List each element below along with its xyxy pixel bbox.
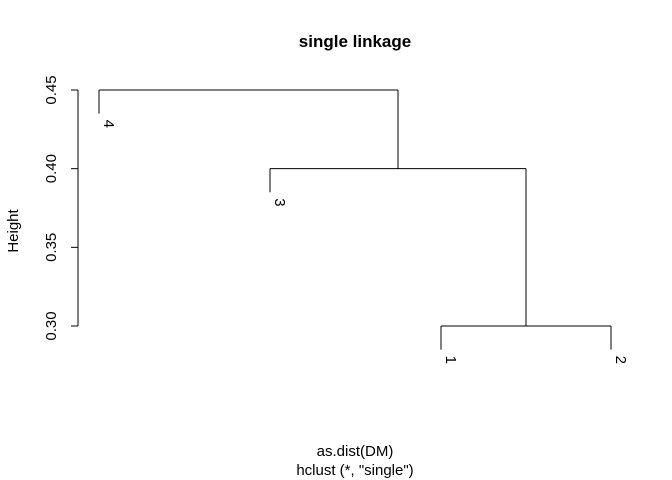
leaf-label-2: 2 <box>612 356 629 364</box>
leaf-labels: 4 3 1 2 <box>100 120 629 364</box>
subtitle: hclust (*, "single") <box>296 462 413 479</box>
y-tick-label-2: 0.40 <box>43 154 60 183</box>
leaf-label-3: 3 <box>271 198 288 206</box>
x-axis-label: as.dist(DM) <box>317 443 394 460</box>
y-axis-label: Height <box>5 208 22 252</box>
leaf-label-4: 4 <box>100 120 117 128</box>
y-tick-label-3: 0.45 <box>43 75 60 104</box>
y-axis: 0.30 0.35 0.40 0.45 <box>43 75 79 341</box>
leaf-label-1: 1 <box>442 356 459 364</box>
y-tick-label-0: 0.30 <box>43 311 60 340</box>
chart-title: single linkage <box>299 32 411 51</box>
dendrogram-branches <box>98 89 612 350</box>
y-tick-label-1: 0.35 <box>43 233 60 262</box>
